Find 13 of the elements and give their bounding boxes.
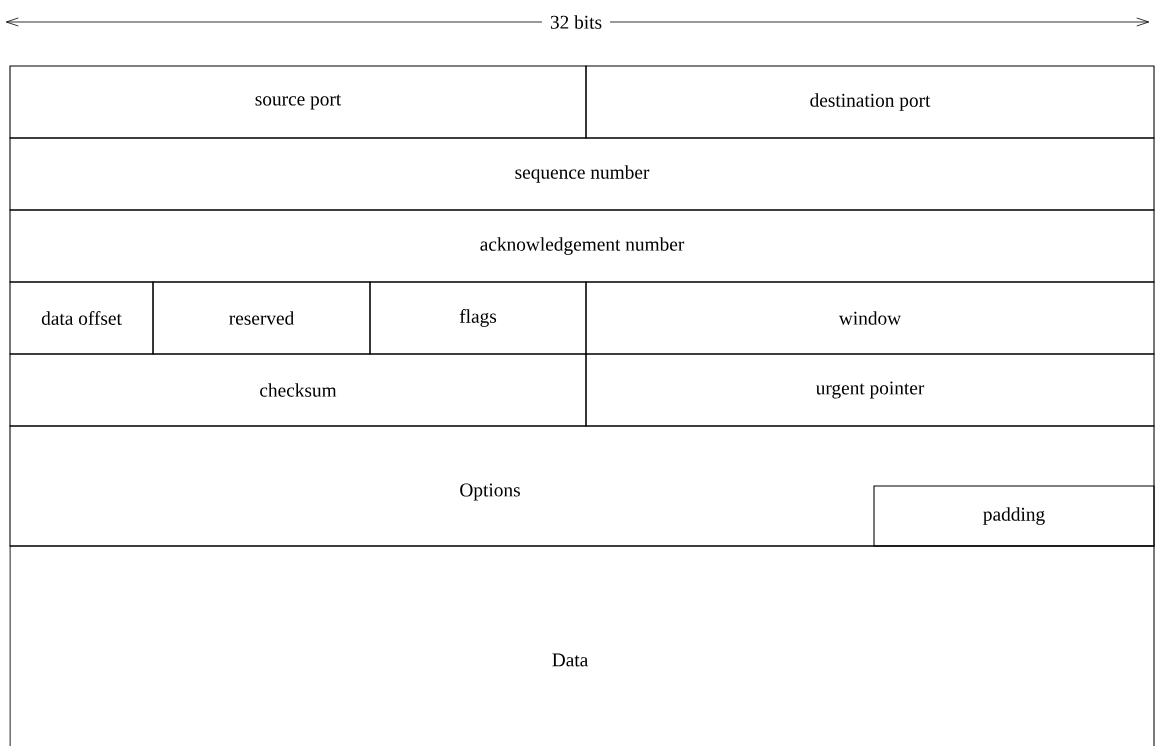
field-box: padding: [873, 485, 1155, 547]
field-box: source port: [9, 65, 587, 139]
field-box: Data: [9, 545, 1155, 746]
field-box: data offset: [9, 281, 154, 355]
field-box: flags: [369, 281, 587, 355]
field-box: window: [585, 281, 1155, 355]
field-box: destination port: [585, 65, 1155, 139]
field-box: sequence number: [9, 137, 1155, 211]
field-box: checksum: [9, 353, 587, 427]
dimension-label: 32 bits: [541, 12, 611, 32]
field-box: reserved: [152, 281, 371, 355]
field-box: urgent pointer: [585, 353, 1155, 427]
field-box: acknowledgement number: [9, 209, 1155, 283]
